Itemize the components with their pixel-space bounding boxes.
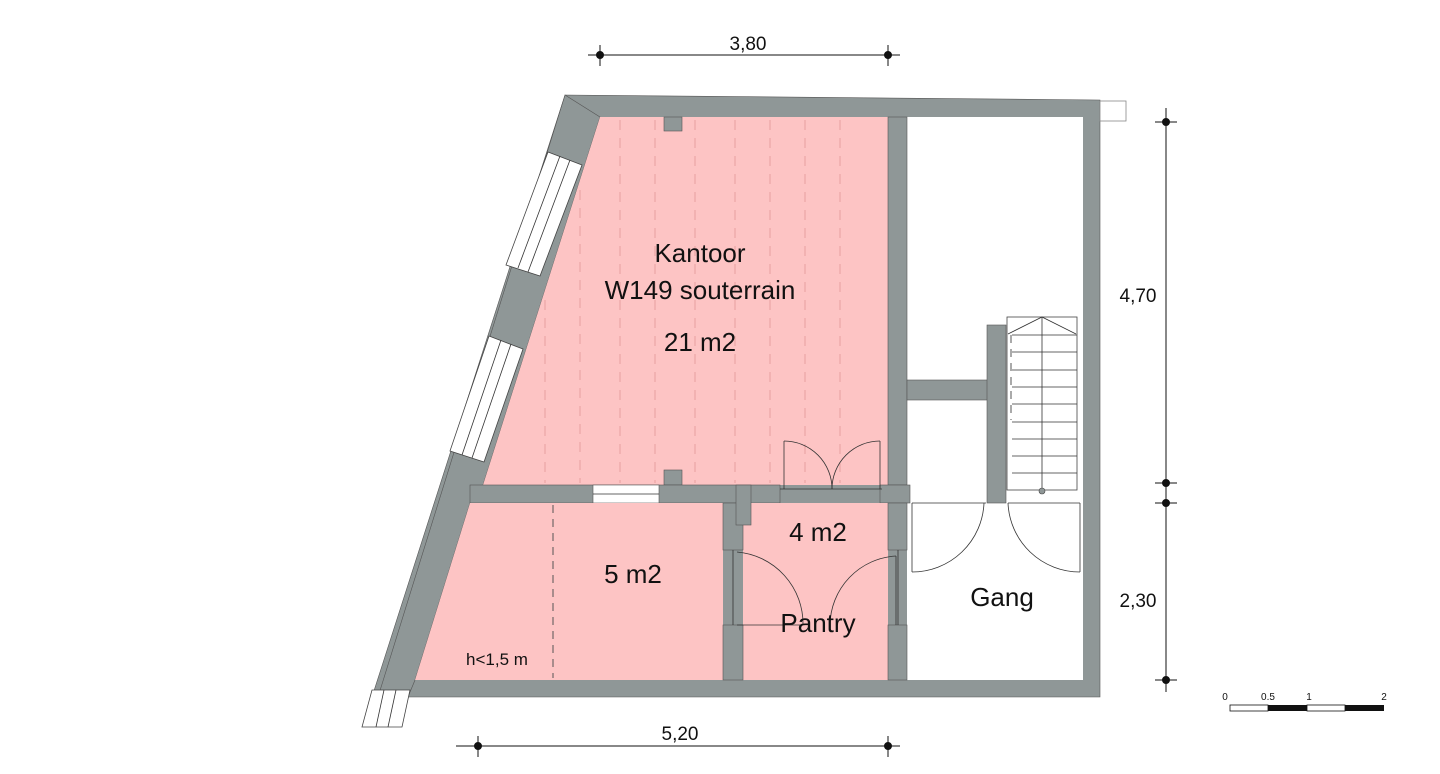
- interior-wall: [986, 324, 1007, 504]
- dimension-right-lower-label: 2,30: [1120, 591, 1157, 612]
- room-kantoor: [483, 117, 888, 485]
- interior-wall: [887, 502, 908, 551]
- staircase[interactable]: [1006, 316, 1078, 495]
- dimension-right-upper-label: 4,70: [1120, 286, 1157, 307]
- double-door-gang[interactable]: [911, 502, 1081, 573]
- window-left-lower: [449, 335, 524, 463]
- interior-wall: [887, 624, 908, 681]
- height-note: h<1,5 m: [466, 650, 528, 669]
- room-area-kantoor: 21 m2: [664, 327, 736, 357]
- door-5m2[interactable]: [732, 550, 804, 626]
- room-name-pantry: Pantry: [780, 608, 855, 638]
- room-name-gang: Gang: [970, 582, 1034, 612]
- scale-label-0: 0: [1222, 692, 1228, 703]
- room-5m2: [415, 503, 723, 680]
- scale-label-0-5: 0.5: [1261, 692, 1275, 703]
- interior-wall: [879, 484, 911, 504]
- scale-label-1: 1: [1306, 692, 1312, 703]
- pillar: [663, 469, 683, 486]
- dimension-top-label: 3,80: [730, 34, 767, 55]
- pillar: [663, 116, 683, 132]
- scale-label-2: 2: [1381, 692, 1387, 703]
- scale-bar: [1229, 704, 1384, 712]
- window-top-right: [1099, 100, 1127, 122]
- room-name-kantoor: Kantoor: [654, 238, 745, 268]
- dimension-bottom: [456, 736, 900, 757]
- interior-wall: [722, 624, 744, 681]
- double-door-kantoor[interactable]: [780, 440, 882, 490]
- room-pantry: [743, 503, 888, 680]
- room-subtitle-kantoor: W149 souterrain: [605, 275, 796, 305]
- interior-wall: [735, 484, 752, 526]
- door-pantry[interactable]: [829, 550, 899, 626]
- room-area-5m2: 5 m2: [604, 559, 662, 589]
- room-area-pantry: 4 m2: [789, 517, 847, 547]
- window-left-bottom: [361, 689, 411, 728]
- dimension-top: [588, 45, 900, 66]
- floor-joist-lines: [544, 120, 841, 483]
- interior-wall: [906, 379, 1001, 401]
- interior-wall: [887, 116, 908, 486]
- dimension-bottom-label: 5,20: [662, 724, 699, 745]
- dimension-right: [1155, 108, 1177, 692]
- window-left-upper: [505, 151, 583, 277]
